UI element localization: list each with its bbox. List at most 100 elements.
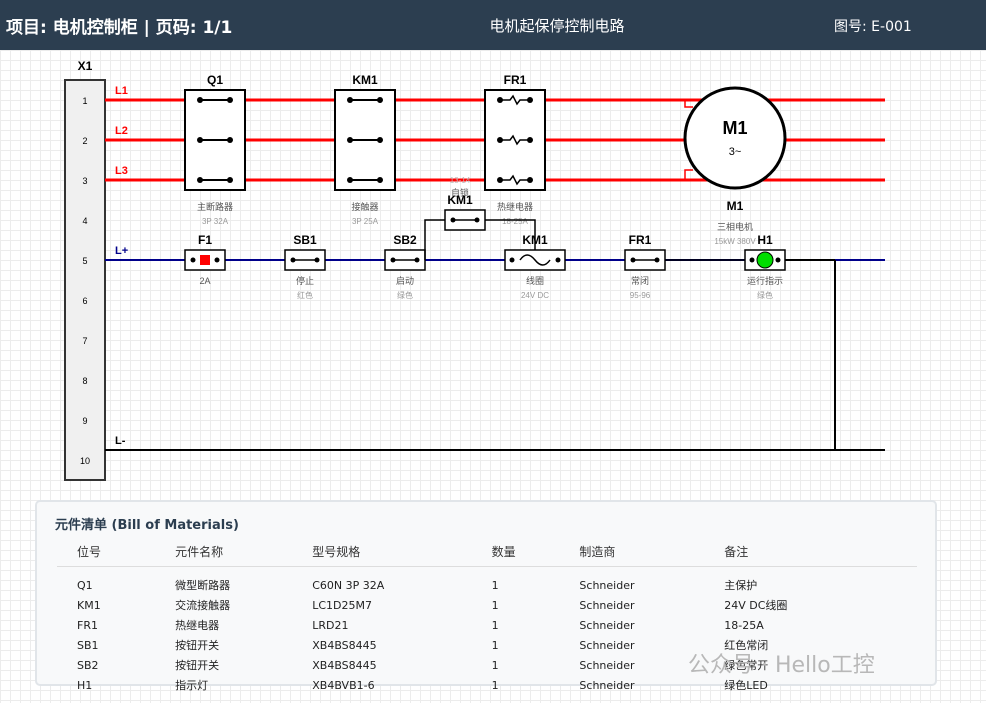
project-info: 项目: 电机控制柜 | 页码: 1/1	[6, 18, 233, 38]
fr1-aux-tag: FR1	[629, 233, 652, 247]
sb2-desc: 启动	[396, 275, 414, 286]
terminal-number: 3	[82, 176, 87, 186]
fr1-aux-spec: 95-96	[630, 291, 651, 300]
motor-m1: M1 3~ M1 三相电机 15kW 380V	[683, 86, 787, 246]
bom-cell: Schneider	[579, 638, 635, 652]
label-l1: L1	[115, 85, 128, 97]
sb2-spec: 绿色	[397, 290, 413, 300]
bom-cell: 绿色LED	[724, 679, 768, 692]
bom-cell: 微型断路器	[175, 579, 231, 592]
km1-main-tag: KM1	[352, 73, 378, 87]
terminal-number: 5	[82, 256, 87, 266]
bom-header-cell: 元件名称	[155, 536, 293, 567]
bom-cell: Schneider	[579, 618, 635, 632]
m1-symbol: M1	[722, 118, 747, 138]
m1-phase: 3~	[729, 146, 742, 158]
q1-desc: 主断路器	[197, 201, 233, 212]
bom-cell: 红色常闭	[724, 639, 769, 652]
sb1-tag: SB1	[293, 233, 317, 247]
km1-coil-desc: 线圈	[526, 275, 544, 286]
bom-header-cell: 备注	[704, 536, 917, 567]
bom-cell: C60N 3P 32A	[312, 578, 385, 592]
bom-cell: 1	[491, 618, 499, 632]
table-row: FR1 热继电器 LRD21 1 Schneider 18-25A	[57, 615, 917, 635]
bom-header-cell: 型号规格	[292, 536, 472, 567]
m1-circle	[683, 86, 787, 190]
label-lplus: L+	[115, 245, 128, 257]
h1-lamp	[756, 251, 774, 269]
aux-wire-out	[485, 219, 536, 250]
q1-spec: 3P 32A	[202, 217, 229, 226]
m1-lead-3	[684, 169, 693, 180]
f1-tag: F1	[198, 233, 212, 247]
bom-cell: LC1D25M7	[312, 598, 373, 612]
fuse-f1: F1 2A	[184, 233, 226, 286]
contactor-km1: KM1 接触器 3P 25A	[334, 73, 396, 226]
bom-cell: 1	[491, 678, 499, 692]
km1-coil-spec: 24V DC	[521, 291, 549, 300]
f1-element	[200, 255, 210, 265]
fr1-main-desc: 热继电器	[497, 201, 533, 212]
watermark: 公众号 · Hello工控	[688, 653, 875, 678]
sb1-spec: 红色	[297, 290, 313, 300]
bom-cell: Schneider	[579, 598, 635, 612]
km1-aux-tag: KM1	[447, 193, 473, 207]
label-l2: L2	[115, 125, 128, 137]
drawing-number: 图号: E-001	[834, 19, 912, 35]
bom-cell: KM1	[77, 598, 101, 612]
bom-cell: SB2	[77, 658, 99, 672]
bom-cell: XB4BVB1-6	[312, 678, 375, 692]
bom-cell: 热继电器	[175, 619, 220, 632]
bom-cell: 18-25A	[724, 618, 764, 632]
km1-main-contacts	[347, 97, 383, 183]
label-l3: L3	[115, 165, 128, 177]
terminal-number: 2	[82, 136, 87, 146]
bom-cell: 按钮开关	[175, 659, 220, 672]
aux-wire-in	[424, 219, 445, 260]
terminal-number: 8	[82, 376, 87, 386]
title-bar: 项目: 电机控制柜 | 页码: 1/1 电机起保停控制电路 图号: E-001	[0, 0, 986, 50]
fr1-aux-desc: 常闭	[631, 275, 649, 286]
bom-header-row: 位号元件名称型号规格数量制造商备注	[57, 536, 917, 567]
terminal-number: 7	[82, 336, 87, 346]
bom-cell: XB4BS8445	[312, 638, 377, 652]
bom-cell: 按钮开关	[175, 639, 220, 652]
h1-spec: 绿色	[757, 290, 773, 300]
bom-cell: Schneider	[579, 658, 635, 672]
m1-desc: 三相电机	[717, 221, 753, 232]
bom-cell: XB4BS8445	[312, 658, 377, 672]
bom-cell: LRD21	[312, 618, 349, 632]
bom-cell: FR1	[77, 618, 98, 632]
km1-aux-desc: 自锁	[451, 187, 469, 198]
bom-cell: 主保护	[724, 579, 758, 592]
bom-cell: SB1	[77, 638, 99, 652]
q1-contacts	[197, 97, 233, 183]
bom-cell: 1	[491, 638, 499, 652]
m1-tag: M1	[727, 199, 744, 213]
terminal-label: X1	[78, 59, 93, 73]
terminal-number: 10	[80, 456, 90, 466]
button-sb2: SB2 启动 绿色	[384, 233, 426, 300]
terminal-number: 1	[82, 96, 87, 106]
bom-cell: 24V DC线圈	[724, 599, 788, 612]
thermal-relay-fr1: FR1 热继电器 18-25A	[484, 73, 546, 226]
bom-cell: H1	[77, 678, 93, 692]
bom-cell: Schneider	[579, 578, 635, 592]
fr1-main-spec: 18-25A	[502, 217, 528, 226]
fr1-main-tag: FR1	[504, 73, 527, 87]
bom-cell: 指示灯	[175, 679, 209, 692]
sb2-tag: SB2	[393, 233, 417, 247]
bom-header-cell: 位号	[57, 536, 156, 567]
km1-coil: KM1 线圈 24V DC	[504, 233, 566, 300]
lamp-h1: H1 运行指示 绿色	[744, 233, 786, 300]
fr1-aux-contact: FR1 常闭 95-96	[624, 233, 666, 300]
f1-spec: 2A	[199, 276, 210, 286]
h1-tag: H1	[757, 233, 773, 247]
